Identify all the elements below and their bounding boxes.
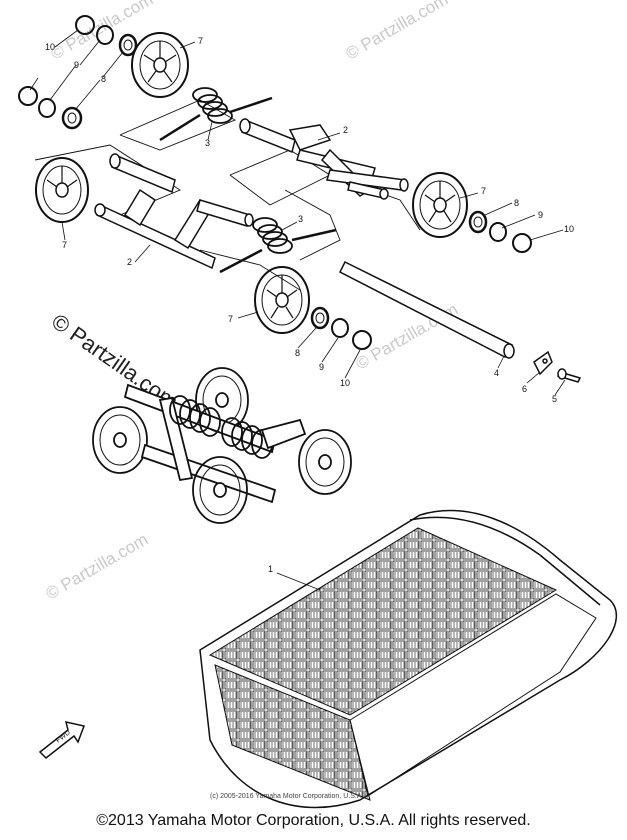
footer-copyright: ©2013 Yamaha Motor Corporation, U.S.A. A… [96,812,531,829]
fwd-arrow-icon: FWD [38,721,86,760]
wheel-7-right [412,172,468,238]
bolt-5 [556,368,582,383]
track-belt-1 [199,509,617,809]
assembled-wheel-rear-left [92,406,148,474]
assembled-wheel-front-bottom [192,456,248,524]
circlip-10-top [75,15,95,35]
callout-7-center: 7 [228,314,233,324]
washer-9-center [331,318,349,338]
plate-6 [533,350,553,376]
wheel-7-top [131,32,189,98]
callout-4: 4 [494,368,499,378]
wheel-7-center [254,266,310,334]
callout-10-right: 10 [564,224,574,234]
spring-3-lower [219,217,337,274]
washer-9-top [96,25,114,45]
watermark-tile: © Partzilla.com [48,0,157,63]
callout-3-lower: 3 [298,214,303,224]
bearing-8-top-lower [61,106,83,130]
circlip-10-right [512,233,532,253]
callout-6: 6 [522,384,527,394]
assembled-wheel-front-right [298,429,352,495]
shaft-2-upper [239,118,409,200]
callout-7-right: 7 [481,186,486,196]
callout-5: 5 [552,394,557,404]
washer-9-right [489,222,507,242]
wheel-assembly-center [254,266,372,350]
callout-7-left: 7 [62,240,67,250]
shaft-2-lower [94,153,254,270]
watermark-tile: © Partzilla.com [353,300,462,374]
callout-8-center: 8 [295,348,300,358]
spring-3-upper [159,87,273,142]
bearing-8-right [468,210,488,234]
wheel-7-left [35,157,89,223]
leader-lines [29,29,566,591]
callout-3-upper: 3 [205,138,210,148]
callout-numbers: 7 10 9 8 3 2 7 2 3 7 8 9 10 7 8 9 10 4 6… [45,36,574,574]
wheel-assembly-top-left [18,15,189,130]
callout-2-upper: 2 [343,125,348,135]
callout-10-center: 10 [340,378,350,388]
inner-copyright: (c) 2005-2016 Yamaha Motor Corporation, … [210,793,363,800]
watermark-tile: © Partzilla.com [343,0,452,63]
callout-10-top: 10 [45,42,55,52]
callout-1: 1 [268,564,273,574]
callout-8-right: 8 [514,198,519,208]
wheel-assembly-right [412,172,532,253]
callout-9-center: 9 [319,362,324,372]
callout-9-top: 9 [74,60,79,70]
circlip-10-top-lower [18,86,38,106]
circlip-10-center [352,330,372,350]
bearing-8-top [118,33,138,57]
callout-8-top: 8 [101,74,106,84]
axle-4 [338,260,515,359]
callout-2-lower: 2 [127,257,132,267]
callout-9-right: 9 [538,210,543,220]
washer-9-top-lower [38,98,56,118]
bearing-8-center [310,306,330,330]
callout-7-top: 7 [198,36,203,46]
assembled-suspension [92,367,352,524]
watermark-tile: © Partzilla.com [43,530,152,604]
assembled-spring-left [169,395,221,437]
